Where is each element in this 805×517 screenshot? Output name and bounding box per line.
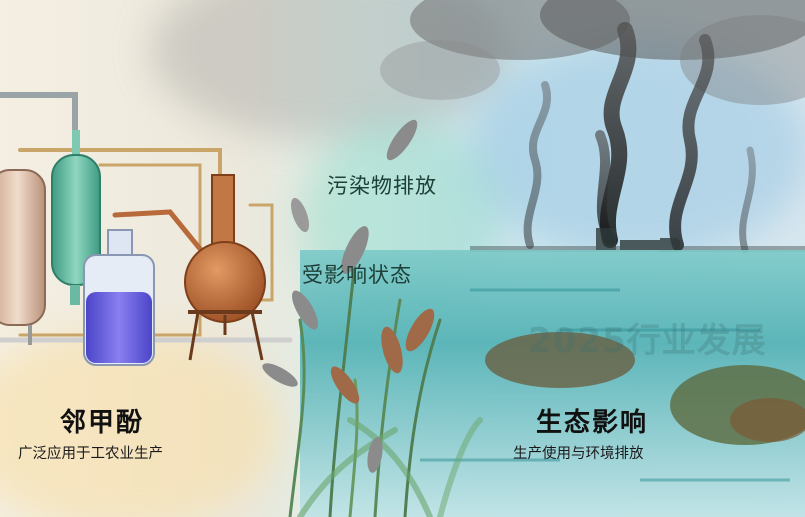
- copper-flask: [184, 174, 266, 361]
- pollutant-emission-label: 污染物排放: [327, 174, 437, 198]
- left-subtitle: 广泛应用于工农业生产: [18, 446, 163, 462]
- green-column-flask: [51, 130, 101, 305]
- watermark-text: 2025行业发展: [528, 321, 767, 361]
- purple-bottle: [83, 229, 155, 366]
- reed-heads: [262, 119, 435, 473]
- right-title: 生态影响: [536, 408, 649, 438]
- storage-tank: [0, 169, 46, 345]
- water-ripples: [420, 288, 790, 482]
- factory-silhouette: [470, 228, 805, 252]
- storm-clouds: [380, 0, 805, 105]
- pollution-patches: [485, 332, 805, 445]
- smoke-plumes: [523, 22, 756, 254]
- left-title: 邻甲酚: [60, 408, 145, 438]
- affected-state-label: 受影响状态: [302, 263, 412, 287]
- right-subtitle: 生产使用与环境排放: [513, 446, 644, 462]
